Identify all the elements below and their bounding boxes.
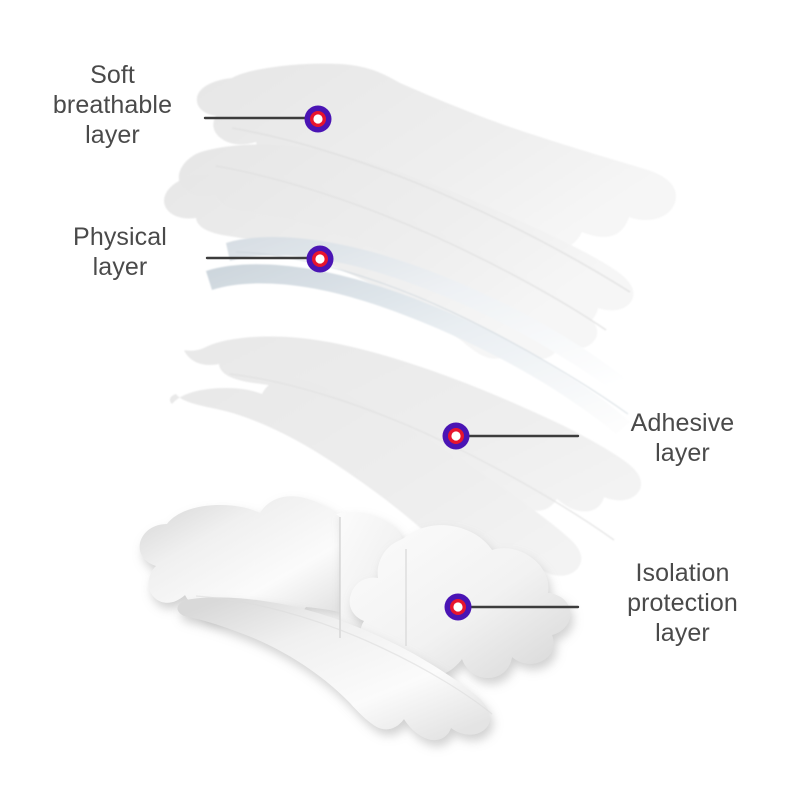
marker-isolation-protection xyxy=(444,593,472,621)
callout-markers xyxy=(304,105,472,621)
shape-physical-layer xyxy=(206,236,638,434)
label-adhesive-layer: Adhesive layer xyxy=(630,409,735,467)
marker-adhesive xyxy=(442,422,470,450)
label-soft-breathable-layer: Soft breathable layer xyxy=(52,61,173,149)
label-physical-layer: Physical layer xyxy=(73,223,167,281)
leader-lines xyxy=(203,116,580,609)
marker-physical xyxy=(306,245,334,273)
marker-soft-breathable xyxy=(304,105,332,133)
shape-adhesive-layer xyxy=(169,336,642,582)
label-isolation-protection-layer: Isolation protection layer xyxy=(627,559,738,647)
